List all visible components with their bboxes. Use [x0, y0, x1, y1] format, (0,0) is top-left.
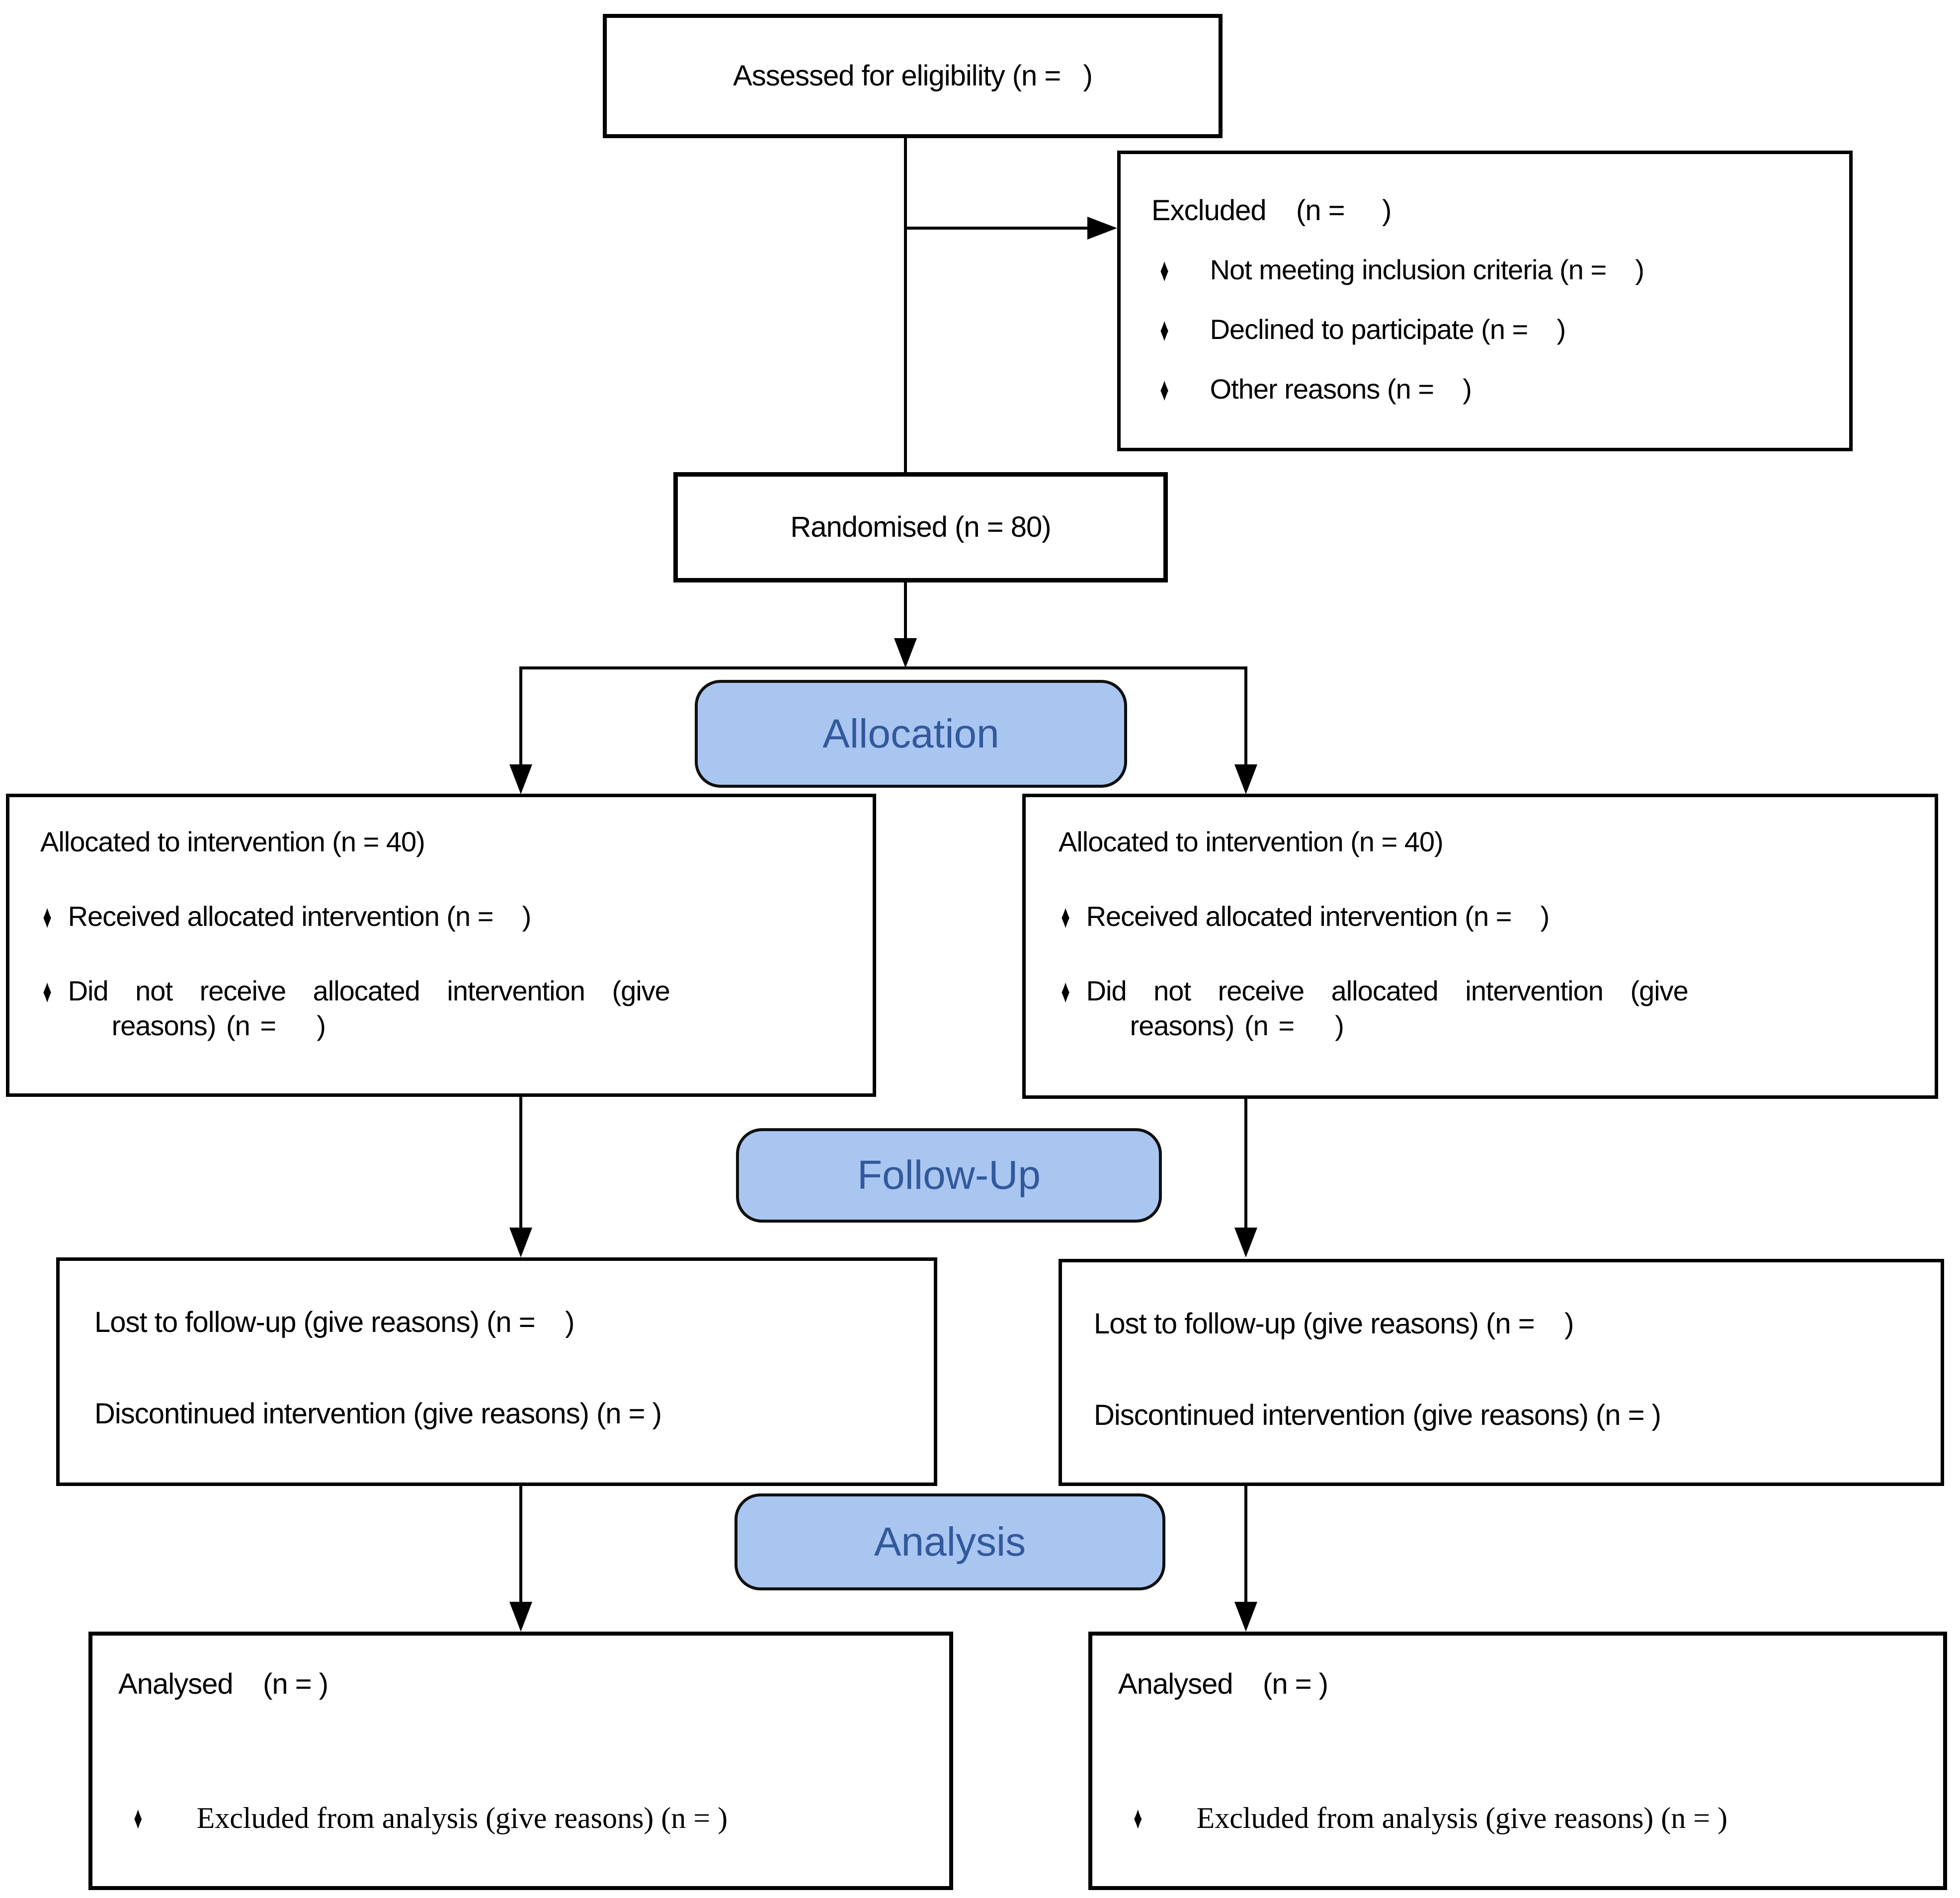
lost-line-2: Discontinued intervention (give reasons)…	[94, 1398, 662, 1430]
allocated-title: Allocated to intervention (n = 40)	[40, 826, 425, 857]
allocated-bullet-item: ♦ Did not receive allocated intervention…	[40, 972, 843, 1043]
connector-branch-right	[1244, 666, 1247, 766]
diamond-bullet-icon: ♦	[1061, 898, 1070, 935]
box-allocated-left: Allocated to intervention (n = 40) ♦ Rec…	[6, 794, 876, 1097]
allocated-bullet-line1: Did not receive allocated intervention (…	[68, 975, 670, 1006]
excluded-title: Excluded (n = )	[1151, 194, 1392, 227]
diamond-bullet-icon: ♦	[1160, 311, 1169, 348]
analysed-bullet-label: Excluded from analysis (give reasons) (n…	[196, 1802, 728, 1834]
stage-pill-allocation: Allocation	[695, 680, 1127, 788]
analysed-bullet-label: Excluded from analysis (give reasons) (n…	[1196, 1802, 1728, 1834]
assessed-label: Assessed for eligibility (n = )	[733, 60, 1093, 92]
analysed-bullet-item: ♦ Excluded from analysis (give reasons) …	[118, 1800, 929, 1836]
followup-label: Follow-Up	[857, 1153, 1041, 1198]
connector-branch-left	[519, 666, 522, 766]
connector-assessed-randomised	[904, 138, 907, 472]
diamond-bullet-icon: ♦	[43, 972, 52, 1009]
box-randomised: Randomised (n = 80)	[673, 472, 1168, 582]
allocation-label: Allocation	[822, 711, 999, 756]
allocated-bullet-label: Received allocated intervention (n = )	[1086, 901, 1550, 932]
diamond-bullet-icon: ♦	[134, 1800, 143, 1836]
excluded-bullet-label: Not meeting inclusion criteria (n = )	[1210, 254, 1644, 285]
diamond-bullet-icon: ♦	[1134, 1800, 1143, 1836]
randomised-label: Randomised (n = 80)	[790, 511, 1051, 543]
allocated-bullet-line2: reasons) (n = )	[111, 1010, 326, 1041]
box-assessed-eligibility: Assessed for eligibility (n = )	[603, 14, 1223, 138]
arrowhead-analysed-right-icon	[1234, 1602, 1257, 1632]
diamond-bullet-icon: ♦	[1160, 251, 1169, 288]
allocated-bullet-line1: Did not receive allocated intervention (…	[1086, 975, 1689, 1006]
connector-excluded	[905, 227, 1090, 230]
excluded-bullet-label: Other reasons (n = )	[1210, 373, 1472, 405]
lost-line-1: Lost to follow-up (give reasons) (n = )	[94, 1306, 574, 1338]
arrowhead-allocated-left-icon	[509, 764, 532, 794]
allocated-title: Allocated to intervention (n = 40)	[1059, 826, 1444, 857]
connector-lost-analysed-left	[519, 1486, 522, 1603]
arrowhead-analysed-left-icon	[509, 1602, 532, 1632]
allocated-bullet-label: Received allocated intervention (n = )	[68, 901, 532, 932]
connector-allocated-lost-left	[519, 1097, 522, 1229]
analysed-bullet-item: ♦ Excluded from analysis (give reasons) …	[1118, 1800, 1923, 1836]
box-analysed-left: Analysed (n = ) ♦ Excluded from analysis…	[88, 1632, 953, 1890]
connector-randomised-branch	[904, 582, 907, 640]
allocated-bullet-item: ♦ Received allocated intervention (n = )	[1059, 898, 1905, 935]
diamond-bullet-icon: ♦	[43, 898, 52, 935]
arrowhead-allocated-right-icon	[1234, 764, 1257, 794]
excluded-bullet-item: ♦ Declined to participate (n = )	[1151, 311, 1824, 348]
arrowhead-lost-left-icon	[509, 1228, 532, 1257]
box-analysed-right: Analysed (n = ) ♦ Excluded from analysis…	[1088, 1632, 1947, 1890]
allocated-bullet-line2: reasons) (n = )	[1130, 1010, 1344, 1041]
diamond-bullet-icon: ♦	[1160, 370, 1169, 408]
stage-pill-analysis: Analysis	[735, 1493, 1165, 1590]
excluded-bullet-item: ♦ Other reasons (n = )	[1151, 370, 1824, 408]
excluded-bullet-item: ♦ Not meeting inclusion criteria (n = )	[1151, 251, 1824, 288]
analysed-title: Analysed (n = )	[1118, 1668, 1328, 1700]
arrowhead-branch-icon	[894, 638, 917, 668]
box-excluded: Excluded (n = ) ♦ Not meeting inclusion …	[1117, 151, 1853, 451]
box-allocated-right: Allocated to intervention (n = 40) ♦ Rec…	[1022, 794, 1938, 1099]
analysed-title: Analysed (n = )	[118, 1668, 328, 1700]
stage-pill-followup: Follow-Up	[736, 1128, 1162, 1223]
arrowhead-lost-right-icon	[1234, 1228, 1257, 1257]
lost-line-1: Lost to follow-up (give reasons) (n = )	[1094, 1308, 1574, 1340]
lost-line-2: Discontinued intervention (give reasons)…	[1094, 1399, 1661, 1431]
allocated-bullet-item: ♦ Did not receive allocated intervention…	[1059, 972, 1905, 1043]
connector-lost-analysed-right	[1244, 1486, 1247, 1603]
diamond-bullet-icon: ♦	[1061, 972, 1070, 1009]
arrowhead-excluded-icon	[1087, 217, 1117, 240]
box-lost-followup-right: Lost to follow-up (give reasons) (n = ) …	[1059, 1259, 1944, 1486]
box-lost-followup-left: Lost to follow-up (give reasons) (n = ) …	[56, 1257, 937, 1486]
allocated-bullet-item: ♦ Received allocated intervention (n = )	[40, 898, 843, 935]
excluded-bullet-label: Declined to participate (n = )	[1210, 314, 1566, 345]
analysis-label: Analysis	[874, 1519, 1026, 1565]
connector-allocated-lost-right	[1244, 1099, 1247, 1229]
branch-line	[519, 666, 1246, 669]
